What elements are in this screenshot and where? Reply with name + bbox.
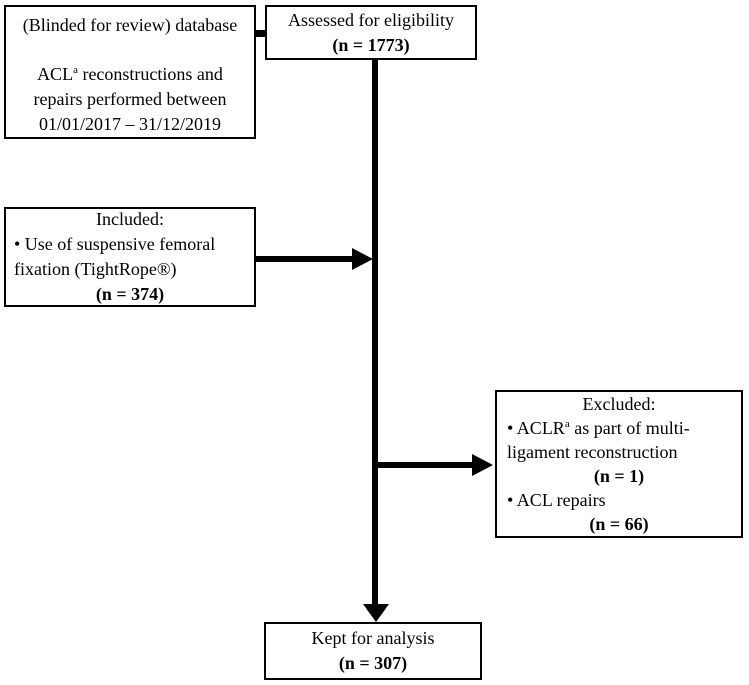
excluded-bullet1-line1: • ACLRa as part of multi- — [507, 418, 690, 438]
assessed-box: Assessed for eligibility (n = 1773) — [265, 5, 477, 60]
excluded-box: Excluded: • ACLRa as part of multi- liga… — [495, 390, 743, 538]
arrow-included-to-spine-shaft — [256, 256, 353, 262]
database-body-line3: 01/01/2017 – 31/12/2019 — [38, 114, 221, 134]
database-title: (Blinded for review) database — [22, 15, 238, 35]
kept-box: Kept for analysis (n = 307) — [264, 622, 482, 680]
excluded-bullet1-line2: ligament reconstruction — [507, 442, 678, 462]
database-body-line2: repairs performed between — [33, 89, 227, 109]
excluded-bullet2-count: (n = 66) — [589, 514, 649, 534]
excluded-bullet1-count: (n = 1) — [593, 466, 645, 486]
connector-database-to-assessed — [254, 30, 267, 37]
superscript-a: a — [73, 64, 78, 76]
arrow-spine-to-excluded-shaft — [375, 462, 473, 468]
excluded-heading: Excluded: — [582, 394, 656, 414]
arrow-right-head-included — [352, 248, 373, 270]
included-bullet-line2: fixation (TightRope®) — [14, 259, 177, 279]
database-box: (Blinded for review) database ACLa recon… — [4, 5, 256, 139]
included-bullet-line1: • Use of suspensive femoral — [14, 234, 216, 254]
included-heading: Included: — [96, 209, 164, 229]
kept-count: (n = 307) — [338, 653, 408, 673]
excluded-bullet2: • ACL repairs — [507, 490, 606, 510]
assessed-count: (n = 1773) — [332, 34, 410, 55]
database-body-line1: ACLa reconstructions and — [37, 64, 223, 84]
arrow-right-head-excluded — [472, 454, 493, 476]
kept-label: Kept for analysis — [311, 628, 435, 648]
superscript-a: a — [564, 418, 570, 430]
arrow-down-head-kept — [363, 604, 389, 622]
assessed-label: Assessed for eligibility — [288, 9, 454, 30]
included-box: Included: • Use of suspensive femoral fi… — [4, 207, 256, 307]
database-body: ACLa reconstructions and repairs perform… — [6, 62, 254, 137]
included-count: (n = 374) — [95, 284, 165, 304]
vertical-spine-line — [372, 60, 378, 605]
